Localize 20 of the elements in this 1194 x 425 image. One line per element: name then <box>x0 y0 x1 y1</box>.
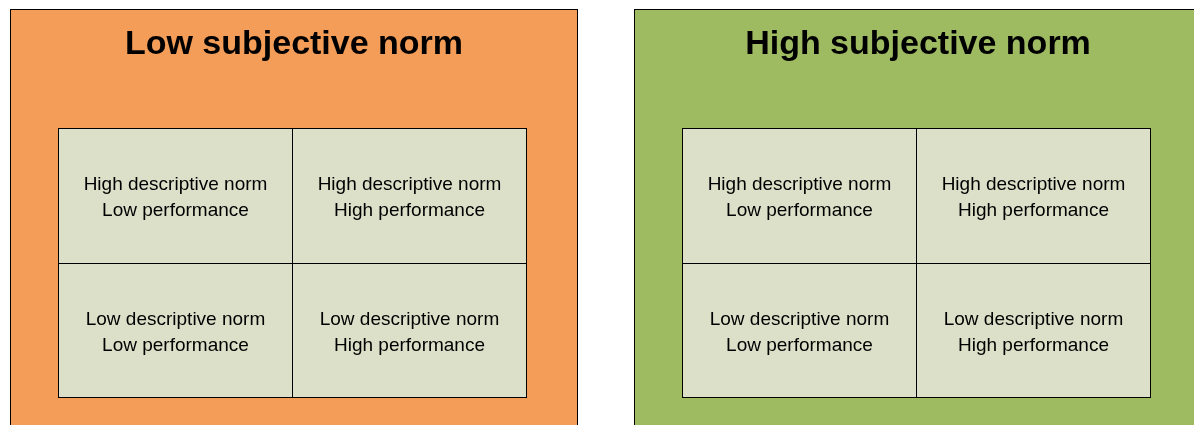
cell-text: Low descriptive norm High performance <box>942 307 1125 357</box>
quadrant-cell <box>58 128 293 264</box>
cell-text: Low descriptive norm High performance <box>318 307 501 357</box>
cell-text: Low descriptive norm Low performance <box>708 307 891 357</box>
quadrant-cell <box>292 263 527 398</box>
cell-text: High descriptive norm High performance <box>940 172 1127 222</box>
group-panel <box>10 9 578 425</box>
quadrant-cell <box>682 263 917 398</box>
group-panel <box>634 9 1194 425</box>
quadrant-cell <box>916 128 1151 264</box>
panel-title: High subjective norm <box>744 22 1092 62</box>
quadrant-cell <box>682 128 917 264</box>
cell-text: Low descriptive norm Low performance <box>84 307 267 357</box>
cell-text: High descriptive norm Low performance <box>82 172 269 222</box>
quadrant-cell <box>292 128 527 264</box>
panel-title: Low subjective norm <box>123 22 465 62</box>
quadrant-cell <box>58 263 293 398</box>
cell-text: High descriptive norm High performance <box>316 172 503 222</box>
quadrant-cell <box>916 263 1151 398</box>
cell-text: High descriptive norm Low performance <box>706 172 893 222</box>
